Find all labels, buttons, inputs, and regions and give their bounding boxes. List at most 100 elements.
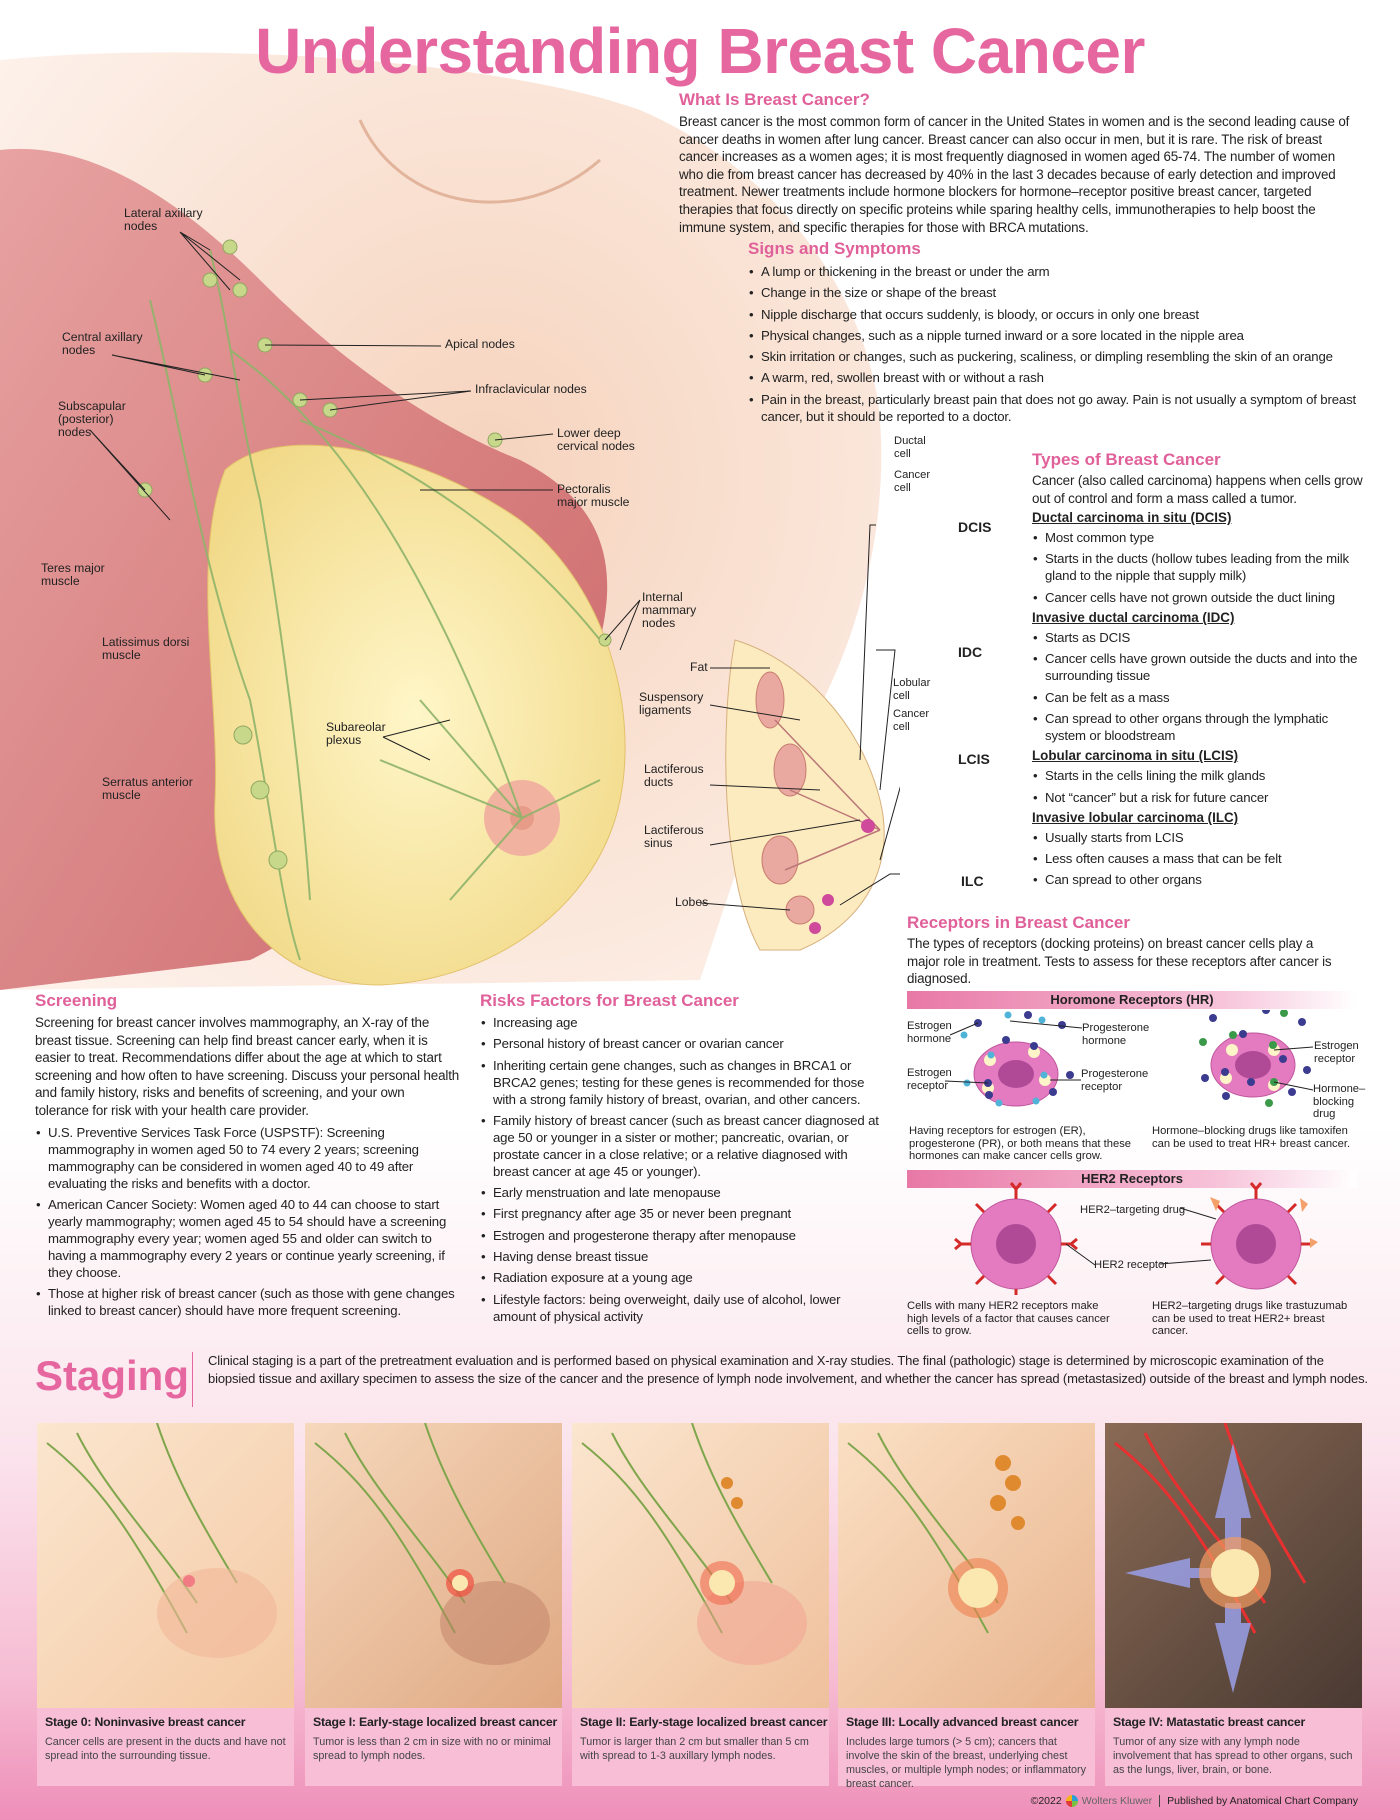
label-infraclavicular-nodes: Infraclavicular nodes xyxy=(475,382,587,396)
stage-1-title: Stage I: Early-stage localized breast ca… xyxy=(313,1715,558,1729)
stage-2-desc: Tumor is larger than 2 cm but smaller th… xyxy=(580,1736,809,1762)
screening-item: U.S. Preventive Services Task Force (USP… xyxy=(35,1124,460,1192)
risk-item: Having dense breast tissue xyxy=(480,1248,880,1265)
screening-body: Screening for breast cancer involves mam… xyxy=(35,1015,460,1118)
risk-item: Personal history of breast cancer or ova… xyxy=(480,1035,880,1052)
stage-3-title: Stage III: Locally advanced breast cance… xyxy=(846,1715,1079,1729)
label-lobular-cell: Lobular cell xyxy=(893,677,931,702)
staging-heading: Staging xyxy=(35,1352,189,1399)
type-item: Cancer cells have grown outside the duct… xyxy=(1032,650,1372,684)
label-ductal-cell: Ductal cell xyxy=(894,435,926,460)
type-item: Starts as DCIS xyxy=(1032,629,1372,646)
label-estrogen-receptor: Estrogen receptor xyxy=(907,1067,952,1092)
label-hormone-blocking-drug: Hormone–blocking drug xyxy=(1313,1083,1366,1120)
label-subscapular-nodes: Subscapular (posterior) nodes xyxy=(58,399,126,439)
stage-4-title: Stage IV: Matastatic breast cancer xyxy=(1113,1715,1306,1729)
label-estrogen-receptor-right: Estrogen receptor xyxy=(1314,1040,1359,1065)
type-idc-title: Invasive ductal carcinoma (IDC) xyxy=(1032,610,1235,626)
screening-heading: Screening xyxy=(35,991,118,1010)
signs-heading: Signs and Symptoms xyxy=(748,239,921,258)
screening-item: American Cancer Society: Women aged 40 t… xyxy=(35,1196,460,1281)
label-lcis: LCIS xyxy=(958,751,990,767)
sign-item: Pain in the breast, particularly breast … xyxy=(748,391,1360,425)
label-lactiferous-ducts: Lactiferous ducts xyxy=(644,762,704,789)
risks-section: Risks Factors for Breast Cancer Increasi… xyxy=(480,991,880,1329)
stage-3-illustration xyxy=(838,1423,1095,1708)
hr-caption-right: Hormone–blocking drugs like tamoxifen ca… xyxy=(1152,1125,1351,1150)
label-cancer-cell: Cancer cell xyxy=(894,469,931,494)
stage-4-illustration xyxy=(1105,1423,1362,1708)
sign-item: Skin irritation or changes, such as puck… xyxy=(748,348,1360,365)
types-heading: Types of Breast Cancer xyxy=(1032,450,1221,469)
hr-caption-left: Having receptors for estrogen (ER), prog… xyxy=(909,1125,1132,1162)
label-latissimus-dorsi: Latissimus dorsi muscle xyxy=(102,635,190,662)
stage-4-desc: Tumor of any size with any lymph node in… xyxy=(1113,1736,1353,1776)
label-internal-mammary-nodes: Internal mammary nodes xyxy=(642,590,697,630)
wolters-kluwer-logo-icon xyxy=(1065,1795,1078,1807)
stage-3-panel: Stage III: Locally advanced breast cance… xyxy=(838,1423,1095,1790)
type-item: Can spread to other organs through the l… xyxy=(1032,710,1372,744)
label-serratus-anterior: Serratus anterior muscle xyxy=(102,775,193,802)
receptors-intro: The types of receptors (docking proteins… xyxy=(907,936,1332,987)
sign-item: Physical changes, such as a nipple turne… xyxy=(748,327,1360,344)
risks-heading: Risks Factors for Breast Cancer xyxy=(480,991,739,1010)
her2-caption-right: HER2–targeting drugs like trastuzumab ca… xyxy=(1152,1300,1348,1337)
label-lower-deep-cervical-nodes: Lower deep cervical nodes xyxy=(557,426,635,453)
staging-divider xyxy=(192,1352,193,1407)
risk-item: First pregnancy after age 35 or never be… xyxy=(480,1205,880,1222)
signs-section: Signs and Symptoms A lump or thickening … xyxy=(748,239,1360,429)
sign-item: Nipple discharge that occurs suddenly, i… xyxy=(748,306,1360,323)
label-her2-receptor: HER2 receptor xyxy=(1094,1259,1168,1271)
risk-item: Inheriting certain gene changes, such as… xyxy=(480,1057,880,1108)
label-suspensory-ligaments: Suspensory ligaments xyxy=(639,690,704,717)
stage-1-panel: Stage I: Early-stage localized breast ca… xyxy=(305,1423,562,1786)
type-item: Cancer cells have not grown outside the … xyxy=(1032,589,1372,606)
brand: Wolters Kluwer xyxy=(1081,1795,1153,1807)
label-subareolar-plexus: Subareolar plexus xyxy=(326,720,386,747)
label-apical-nodes: Apical nodes xyxy=(445,337,515,351)
breast-anatomy-illustration xyxy=(0,52,900,990)
type-item: Less often causes a mass that can be fel… xyxy=(1032,850,1372,867)
label-progesterone-receptor: Progesterone receptor xyxy=(1081,1068,1149,1093)
what-is-section: What Is Breast Cancer? Breast cancer is … xyxy=(679,90,1359,236)
label-lobes: Lobes xyxy=(675,895,709,909)
type-ilc-title: Invasive lobular carcinoma (ILC) xyxy=(1032,809,1239,825)
types-section: Types of Breast Cancer Cancer (also call… xyxy=(1032,450,1372,893)
receptors-section: Receptors in Breast Cancer The types of … xyxy=(907,913,1337,988)
stage-2-panel: Stage II: Early-stage localized breast c… xyxy=(572,1423,829,1786)
type-item: Usually starts from LCIS xyxy=(1032,829,1372,846)
types-intro: Cancer (also called carcinoma) happens w… xyxy=(1032,473,1363,506)
sign-item: A lump or thickening in the breast or un… xyxy=(748,263,1360,280)
type-item: Starts in the ducts (hollow tubes leadin… xyxy=(1032,550,1372,584)
type-item: Can be felt as a mass xyxy=(1032,689,1372,706)
label-dcis: DCIS xyxy=(958,519,992,535)
what-is-body: Breast cancer is the most common form of… xyxy=(679,114,1350,235)
risk-item: Lifestyle factors: being overweight, dai… xyxy=(480,1291,880,1325)
hr-bar: Horomone Receptors (HR) xyxy=(907,991,1357,1009)
publisher: Published by Anatomical Chart Company xyxy=(1167,1795,1358,1807)
type-item: Not “cancer” but a risk for future cance… xyxy=(1032,789,1372,806)
label-teres-major: Teres major muscle xyxy=(41,561,105,588)
label-ilc: ILC xyxy=(961,873,984,889)
label-fat: Fat xyxy=(690,660,708,674)
risk-item: Early menstruation and late menopause xyxy=(480,1184,880,1201)
her2-caption-left: Cells with many HER2 receptors make high… xyxy=(907,1300,1110,1337)
staging-intro: Clinical staging is a part of the pretre… xyxy=(208,1353,1368,1386)
stage-1-illustration xyxy=(305,1423,562,1708)
stage-2-title: Stage II: Early-stage localized breast c… xyxy=(580,1715,828,1729)
stage-3-desc: Includes large tumors (> 5 cm); cancers … xyxy=(846,1736,1087,1790)
label-lactiferous-sinus: Lactiferous sinus xyxy=(644,823,704,850)
type-item: Can spread to other organs xyxy=(1032,871,1372,888)
type-dcis-title: Ductal carcinoma in situ (DCIS) xyxy=(1032,510,1232,526)
stage-0-desc: Cancer cells are present in the ducts an… xyxy=(45,1736,286,1762)
label-lateral-axillary-nodes: Lateral axillary nodes xyxy=(124,206,203,233)
label-central-axillary-nodes: Central axillary nodes xyxy=(62,330,143,357)
receptors-heading: Receptors in Breast Cancer xyxy=(907,913,1130,932)
stage-2-illustration xyxy=(572,1423,829,1708)
receptor-diagrams xyxy=(944,1010,1318,1295)
page-title: Understanding Breast Cancer xyxy=(255,15,1145,87)
risk-item: Increasing age xyxy=(480,1014,880,1031)
risk-item: Estrogen and progesterone therapy after … xyxy=(480,1227,880,1244)
